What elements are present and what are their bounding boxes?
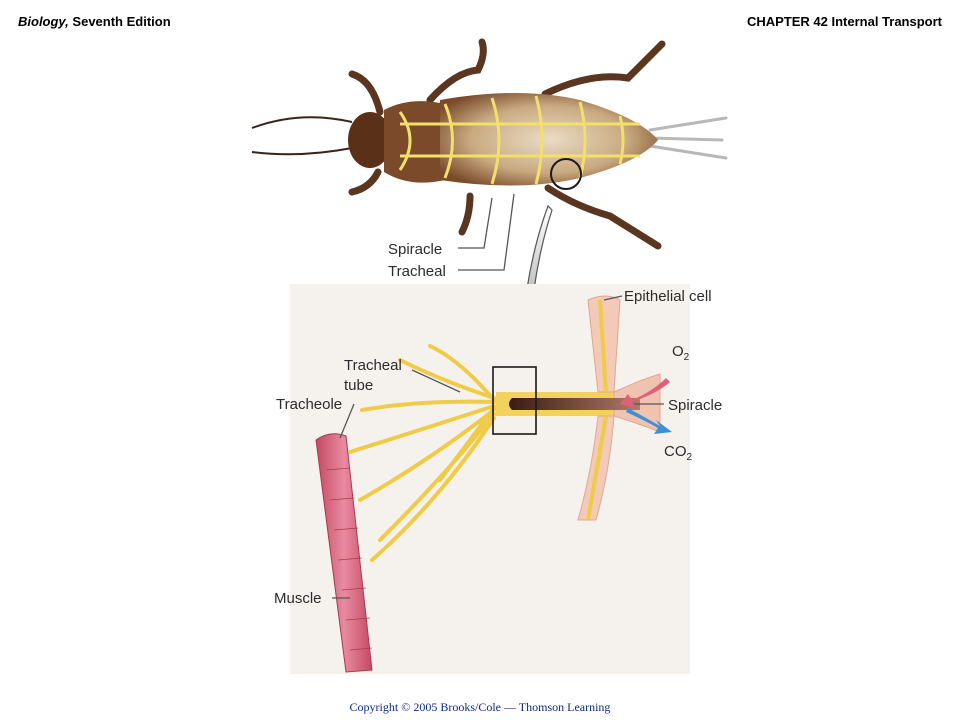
label-tracheal-tube-bottom-1: Tracheal — [344, 357, 402, 374]
label-epithelial-cell: Epithelial cell — [624, 288, 712, 305]
zoom-box — [492, 366, 537, 435]
copyright-footer: Copyright © 2005 Brooks/Cole — Thomson L… — [349, 700, 611, 714]
label-tracheal-tube-bottom-2: tube — [344, 377, 373, 394]
legs — [348, 38, 666, 250]
antenna-upper — [251, 116, 353, 129]
co2-arrow — [626, 408, 672, 434]
label-spiracle-bottom: Spiracle — [668, 397, 722, 414]
tracheal-lumen — [509, 398, 640, 410]
label-muscle: Muscle — [274, 590, 322, 607]
label-tracheole: Tracheole — [276, 396, 342, 413]
o2-arrow — [620, 378, 670, 408]
header-book-title: Biology, Seventh Edition — [18, 14, 171, 29]
book-title: Biology, — [18, 14, 69, 29]
antenna-lower — [251, 147, 353, 156]
label-co2: CO2 — [664, 443, 693, 463]
body-trachea-network — [398, 95, 640, 185]
insect-pronotum — [384, 101, 445, 183]
edition: Seventh Edition — [72, 14, 171, 29]
insect-illustration — [251, 38, 728, 250]
insect-abdomen — [440, 93, 658, 186]
label-spiracle-top: Spiracle — [388, 241, 442, 258]
tracheoles — [348, 344, 496, 562]
insect-head — [348, 112, 392, 168]
label-o2: O2 — [672, 343, 690, 363]
muscle-fiber — [315, 433, 373, 673]
chapter-title: CHAPTER 42 Internal Transport — [746, 14, 942, 29]
detail-label-leaders — [332, 295, 664, 599]
cerci — [648, 116, 728, 160]
top-label-leaders — [458, 193, 515, 271]
spiracle-highlight-circle — [550, 158, 582, 190]
label-tracheal-tube-top-1: Tracheal — [388, 263, 446, 280]
